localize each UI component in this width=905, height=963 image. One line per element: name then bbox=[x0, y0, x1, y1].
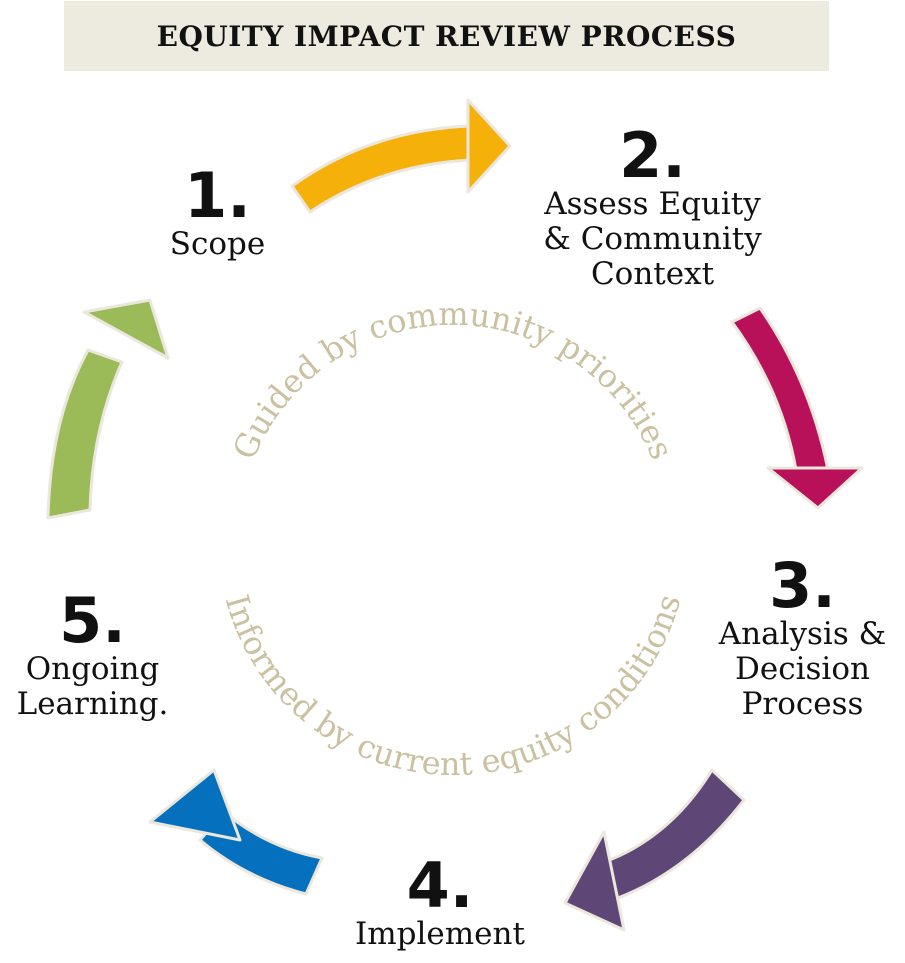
step-number: 4. bbox=[406, 849, 474, 922]
step-5-learning: 5. Ongoing Learning. bbox=[0, 590, 185, 722]
step-4-implement: 4. Implement bbox=[320, 855, 560, 952]
step-label: Analysis & Decision Process bbox=[718, 616, 887, 722]
step-label: Implement bbox=[355, 916, 525, 952]
step-number: 5. bbox=[59, 584, 126, 657]
step-label: Scope bbox=[169, 226, 266, 262]
center-text-top: Guided by community priorities bbox=[225, 295, 681, 465]
diagram-title: EQUITY IMPACT REVIEW PROCESS bbox=[156, 19, 737, 53]
title-banner: EQUITY IMPACT REVIEW PROCESS bbox=[64, 1, 829, 71]
step-number: 3. bbox=[769, 549, 836, 622]
arrow-assess-to-analysis bbox=[730, 306, 864, 510]
step-label: Ongoing Learning. bbox=[16, 651, 169, 722]
step-label: Assess Equity & Community Context bbox=[543, 186, 762, 292]
arrow-analysis-to-implement bbox=[563, 768, 746, 932]
arrow-implement-to-learning bbox=[148, 768, 324, 896]
arrow-learning-to-scope bbox=[46, 298, 170, 520]
step-1-scope: 1. Scope bbox=[145, 165, 290, 262]
center-text-bottom: Informed by current equity conditions bbox=[218, 590, 689, 783]
step-number: 1. bbox=[184, 159, 251, 232]
step-2-assess: 2. Assess Equity & Community Context bbox=[505, 125, 800, 292]
step-number: 2. bbox=[619, 119, 686, 192]
arrow-scope-to-assess bbox=[290, 98, 512, 214]
step-3-analysis: 3. Analysis & Decision Process bbox=[700, 555, 905, 722]
